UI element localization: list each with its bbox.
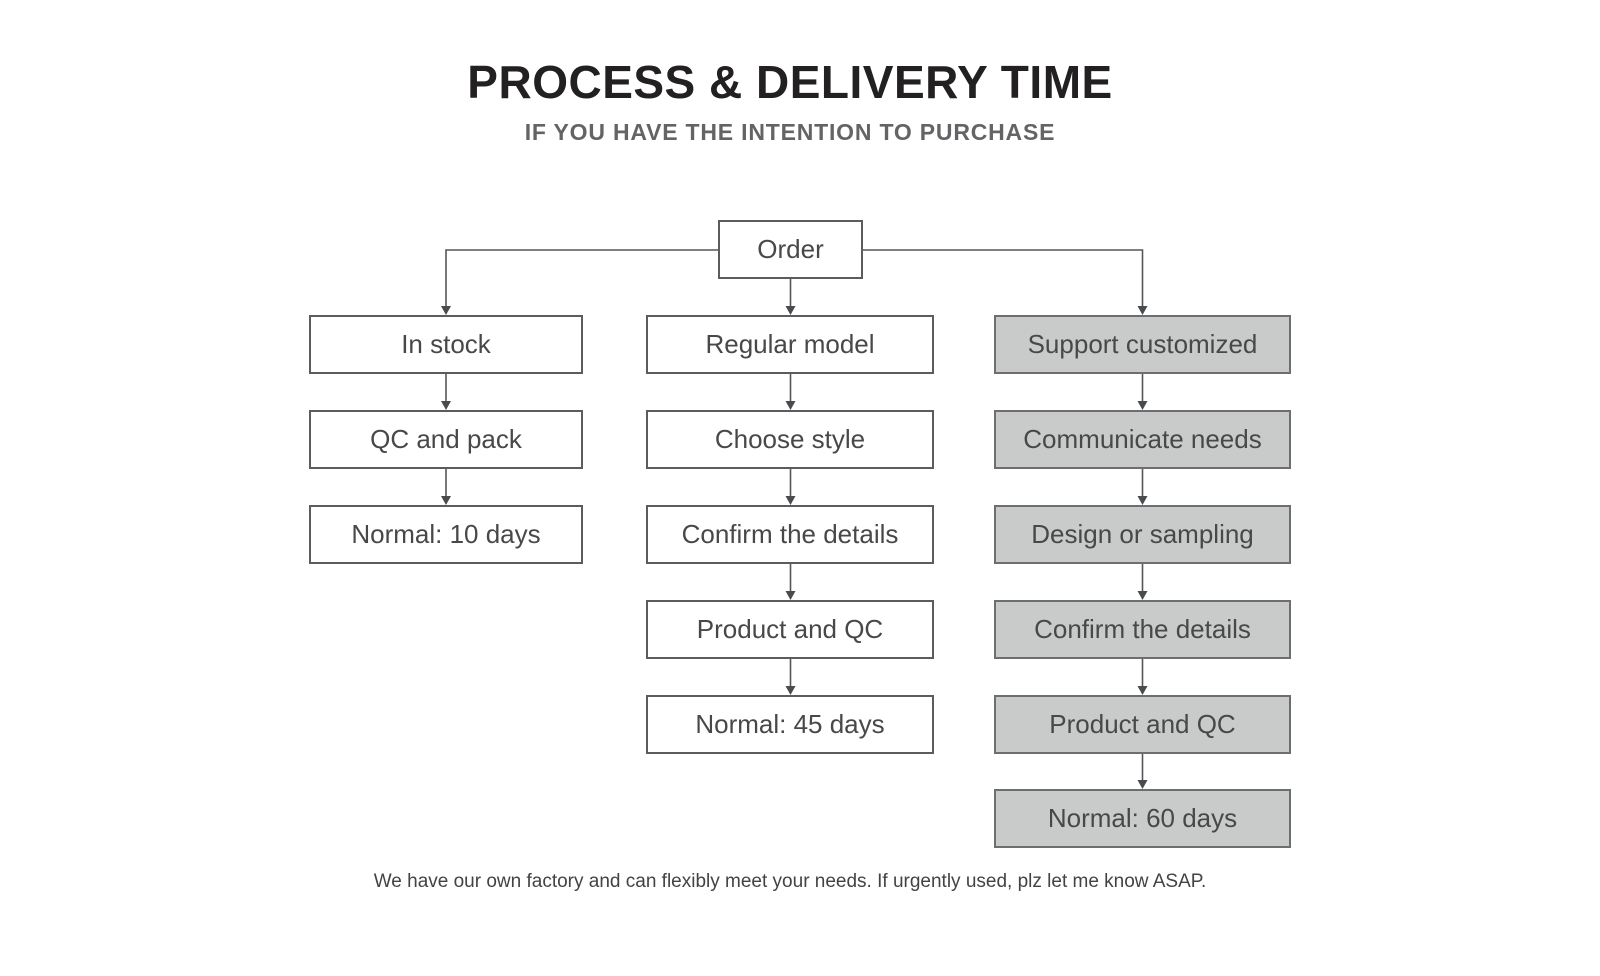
flow-step-communicate-needs: Communicate needs xyxy=(994,410,1291,469)
flow-step-confirm-details-regular: Confirm the details xyxy=(646,505,934,564)
connector-col3-step3-4 xyxy=(1137,564,1148,600)
flow-step-normal-45-days: Normal: 45 days xyxy=(646,695,934,754)
flow-step-qc-and-pack: QC and pack xyxy=(309,410,583,469)
flow-step-normal-60-days: Normal: 60 days xyxy=(994,789,1291,848)
footer-note: We have our own factory and can flexibly… xyxy=(373,871,1207,892)
flow-step-product-and-qc-regular: Product and QC xyxy=(646,600,934,659)
flow-step-confirm-details-custom: Confirm the details xyxy=(994,600,1291,659)
connector-col2-step2-3 xyxy=(785,469,796,505)
flow-step-choose-style: Choose style xyxy=(646,410,934,469)
page-subtitle: IF YOU HAVE THE INTENTION TO PURCHASE xyxy=(524,119,1056,145)
connector-order-to-support-customized xyxy=(863,249,1148,315)
connector-col2-step3-4 xyxy=(785,564,796,600)
connector-col2-step1-2 xyxy=(785,374,796,410)
flow-step-support-customized: Support customized xyxy=(994,315,1291,374)
connector-col3-step4-5 xyxy=(1137,659,1148,695)
flow-step-regular-model: Regular model xyxy=(646,315,934,374)
flow-step-in-stock: In stock xyxy=(309,315,583,374)
connector-col2-step4-5 xyxy=(785,659,796,695)
flow-step-product-and-qc-custom: Product and QC xyxy=(994,695,1291,754)
flow-step-normal-10-days: Normal: 10 days xyxy=(309,505,583,564)
connector-col3-step5-6 xyxy=(1137,754,1148,789)
connector-col1-step2-3 xyxy=(441,469,451,505)
connector-order-to-regular-model xyxy=(785,279,796,315)
flow-root-order: Order xyxy=(718,220,863,279)
connector-col1-step1-2 xyxy=(441,374,451,410)
connector-col3-step1-2 xyxy=(1137,374,1148,410)
connector-order-to-in-stock xyxy=(441,249,718,315)
connector-col3-step2-3 xyxy=(1137,469,1148,505)
page-title: PROCESS & DELIVERY TIME xyxy=(467,56,1113,108)
flow-step-design-or-sampling: Design or sampling xyxy=(994,505,1291,564)
